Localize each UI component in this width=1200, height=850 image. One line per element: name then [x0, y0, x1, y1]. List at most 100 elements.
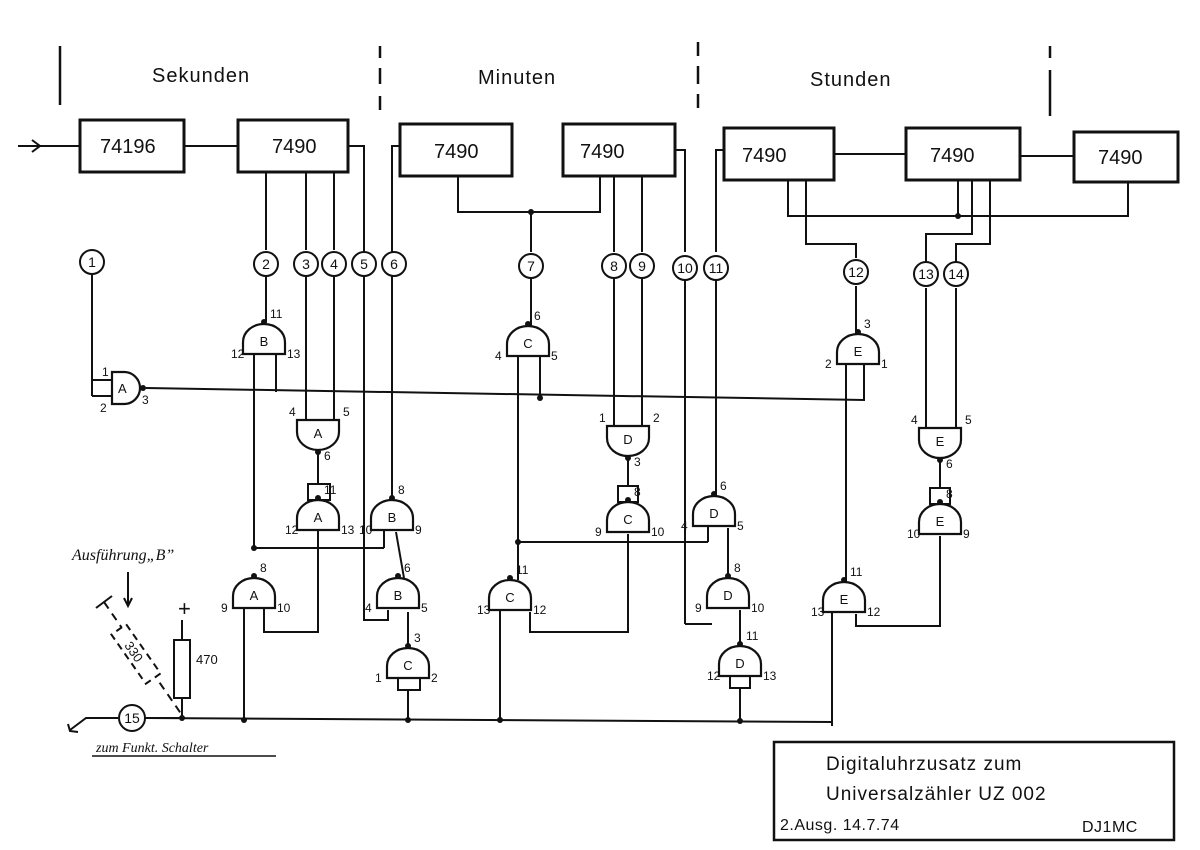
resistor-330: 330	[110, 622, 162, 686]
pin: 10	[751, 601, 765, 615]
pin: 6	[534, 309, 541, 323]
pin: 9	[415, 523, 422, 537]
resistor-470	[173, 639, 191, 699]
title-line-2: Universalzähler UZ 002	[826, 784, 1047, 805]
section-label-hours: Stunden	[810, 69, 892, 91]
pin: 8	[946, 487, 953, 501]
pin: 10	[651, 525, 665, 539]
pin: 13	[287, 347, 301, 361]
gate-output-dot	[937, 457, 943, 463]
plus-sign: +	[178, 596, 191, 621]
gate-letter: A	[314, 510, 323, 525]
gate-output-dot	[389, 495, 395, 501]
title-block: Digitaluhrzusatz zum Universalzähler UZ …	[772, 740, 1176, 842]
node-4: 4	[330, 256, 338, 272]
node-11: 11	[709, 260, 724, 276]
node-circles	[79, 249, 969, 732]
node-labels: 1 2 3 4 5 6 7 8 9 10 11 12 13 14 15	[88, 254, 964, 726]
gate-output-dot	[625, 455, 631, 461]
node-12: 12	[848, 264, 864, 280]
node-10: 10	[677, 260, 693, 276]
gate-output-dot	[625, 497, 631, 503]
pin: 4	[911, 413, 918, 427]
pin: 4	[681, 519, 688, 533]
pin: 2	[653, 411, 660, 425]
edition: 2.Ausg. 14.7.74	[780, 817, 900, 834]
pin: 1	[102, 365, 109, 379]
title-line-1: Digitaluhrzusatz zum	[826, 754, 1022, 775]
section-label-minutes: Minuten	[478, 67, 556, 89]
gate-D3: D 9 10 8	[695, 561, 765, 615]
chip-label: 7490	[1098, 147, 1143, 169]
pin: 3	[634, 455, 641, 469]
gate-output-dot	[855, 329, 861, 335]
gate-letter: A	[118, 381, 127, 396]
author: DJ1MC	[1082, 819, 1138, 836]
pin: 1	[375, 671, 382, 685]
gate-letter: C	[505, 590, 514, 605]
gate-output-dot	[251, 573, 257, 579]
pin: 12	[707, 669, 721, 683]
gate-output-dot	[841, 577, 847, 583]
node-5: 5	[360, 256, 368, 272]
wiring	[18, 139, 1129, 733]
pin: 9	[695, 601, 702, 615]
pin: 8	[634, 485, 641, 499]
gate-output-dot	[395, 573, 401, 579]
pin: 6	[404, 561, 411, 575]
chip-label: 7490	[580, 141, 625, 163]
chip-label: 7490	[930, 145, 975, 167]
section-label-seconds: Sekunden	[152, 65, 250, 87]
pin: 5	[343, 405, 350, 419]
pin: 4	[365, 601, 372, 615]
pin: 6	[720, 479, 727, 493]
pin: 9	[963, 527, 970, 541]
chip-7490-min-2	[561, 122, 677, 178]
gate-letter: D	[723, 588, 732, 603]
gate-letter: C	[403, 658, 412, 673]
pin: 5	[421, 601, 428, 615]
gate-output-dot	[315, 449, 321, 455]
switch-label: zum Funkt. Schalter	[95, 741, 209, 756]
gate-letter: E	[936, 434, 945, 449]
chip-label: 7490	[742, 145, 787, 167]
pin: 8	[734, 561, 741, 575]
gate-letter: B	[388, 510, 397, 525]
junction-dots	[179, 209, 961, 724]
counter-chips	[78, 118, 1180, 184]
pin: 12	[231, 347, 245, 361]
node-13: 13	[918, 266, 934, 282]
pin: 13	[477, 603, 491, 617]
gate-output-dot	[405, 643, 411, 649]
pin: 1	[599, 411, 606, 425]
node-2: 2	[262, 256, 270, 272]
gate-output-dot	[725, 573, 731, 579]
gate-letter: B	[394, 588, 403, 603]
node-7: 7	[527, 258, 535, 274]
pin: 12	[533, 603, 547, 617]
pin: 11	[324, 483, 337, 497]
pin: 5	[551, 349, 558, 363]
pin: 1	[881, 357, 888, 371]
gate-output-dot	[525, 321, 531, 327]
gate-letter: C	[623, 512, 632, 527]
pin: 8	[260, 561, 267, 575]
node-14: 14	[948, 266, 964, 282]
gate-letter: A	[314, 426, 323, 441]
gate-letter: E	[854, 344, 863, 359]
pin: 12	[285, 523, 299, 537]
gate-output-dot	[737, 641, 743, 647]
